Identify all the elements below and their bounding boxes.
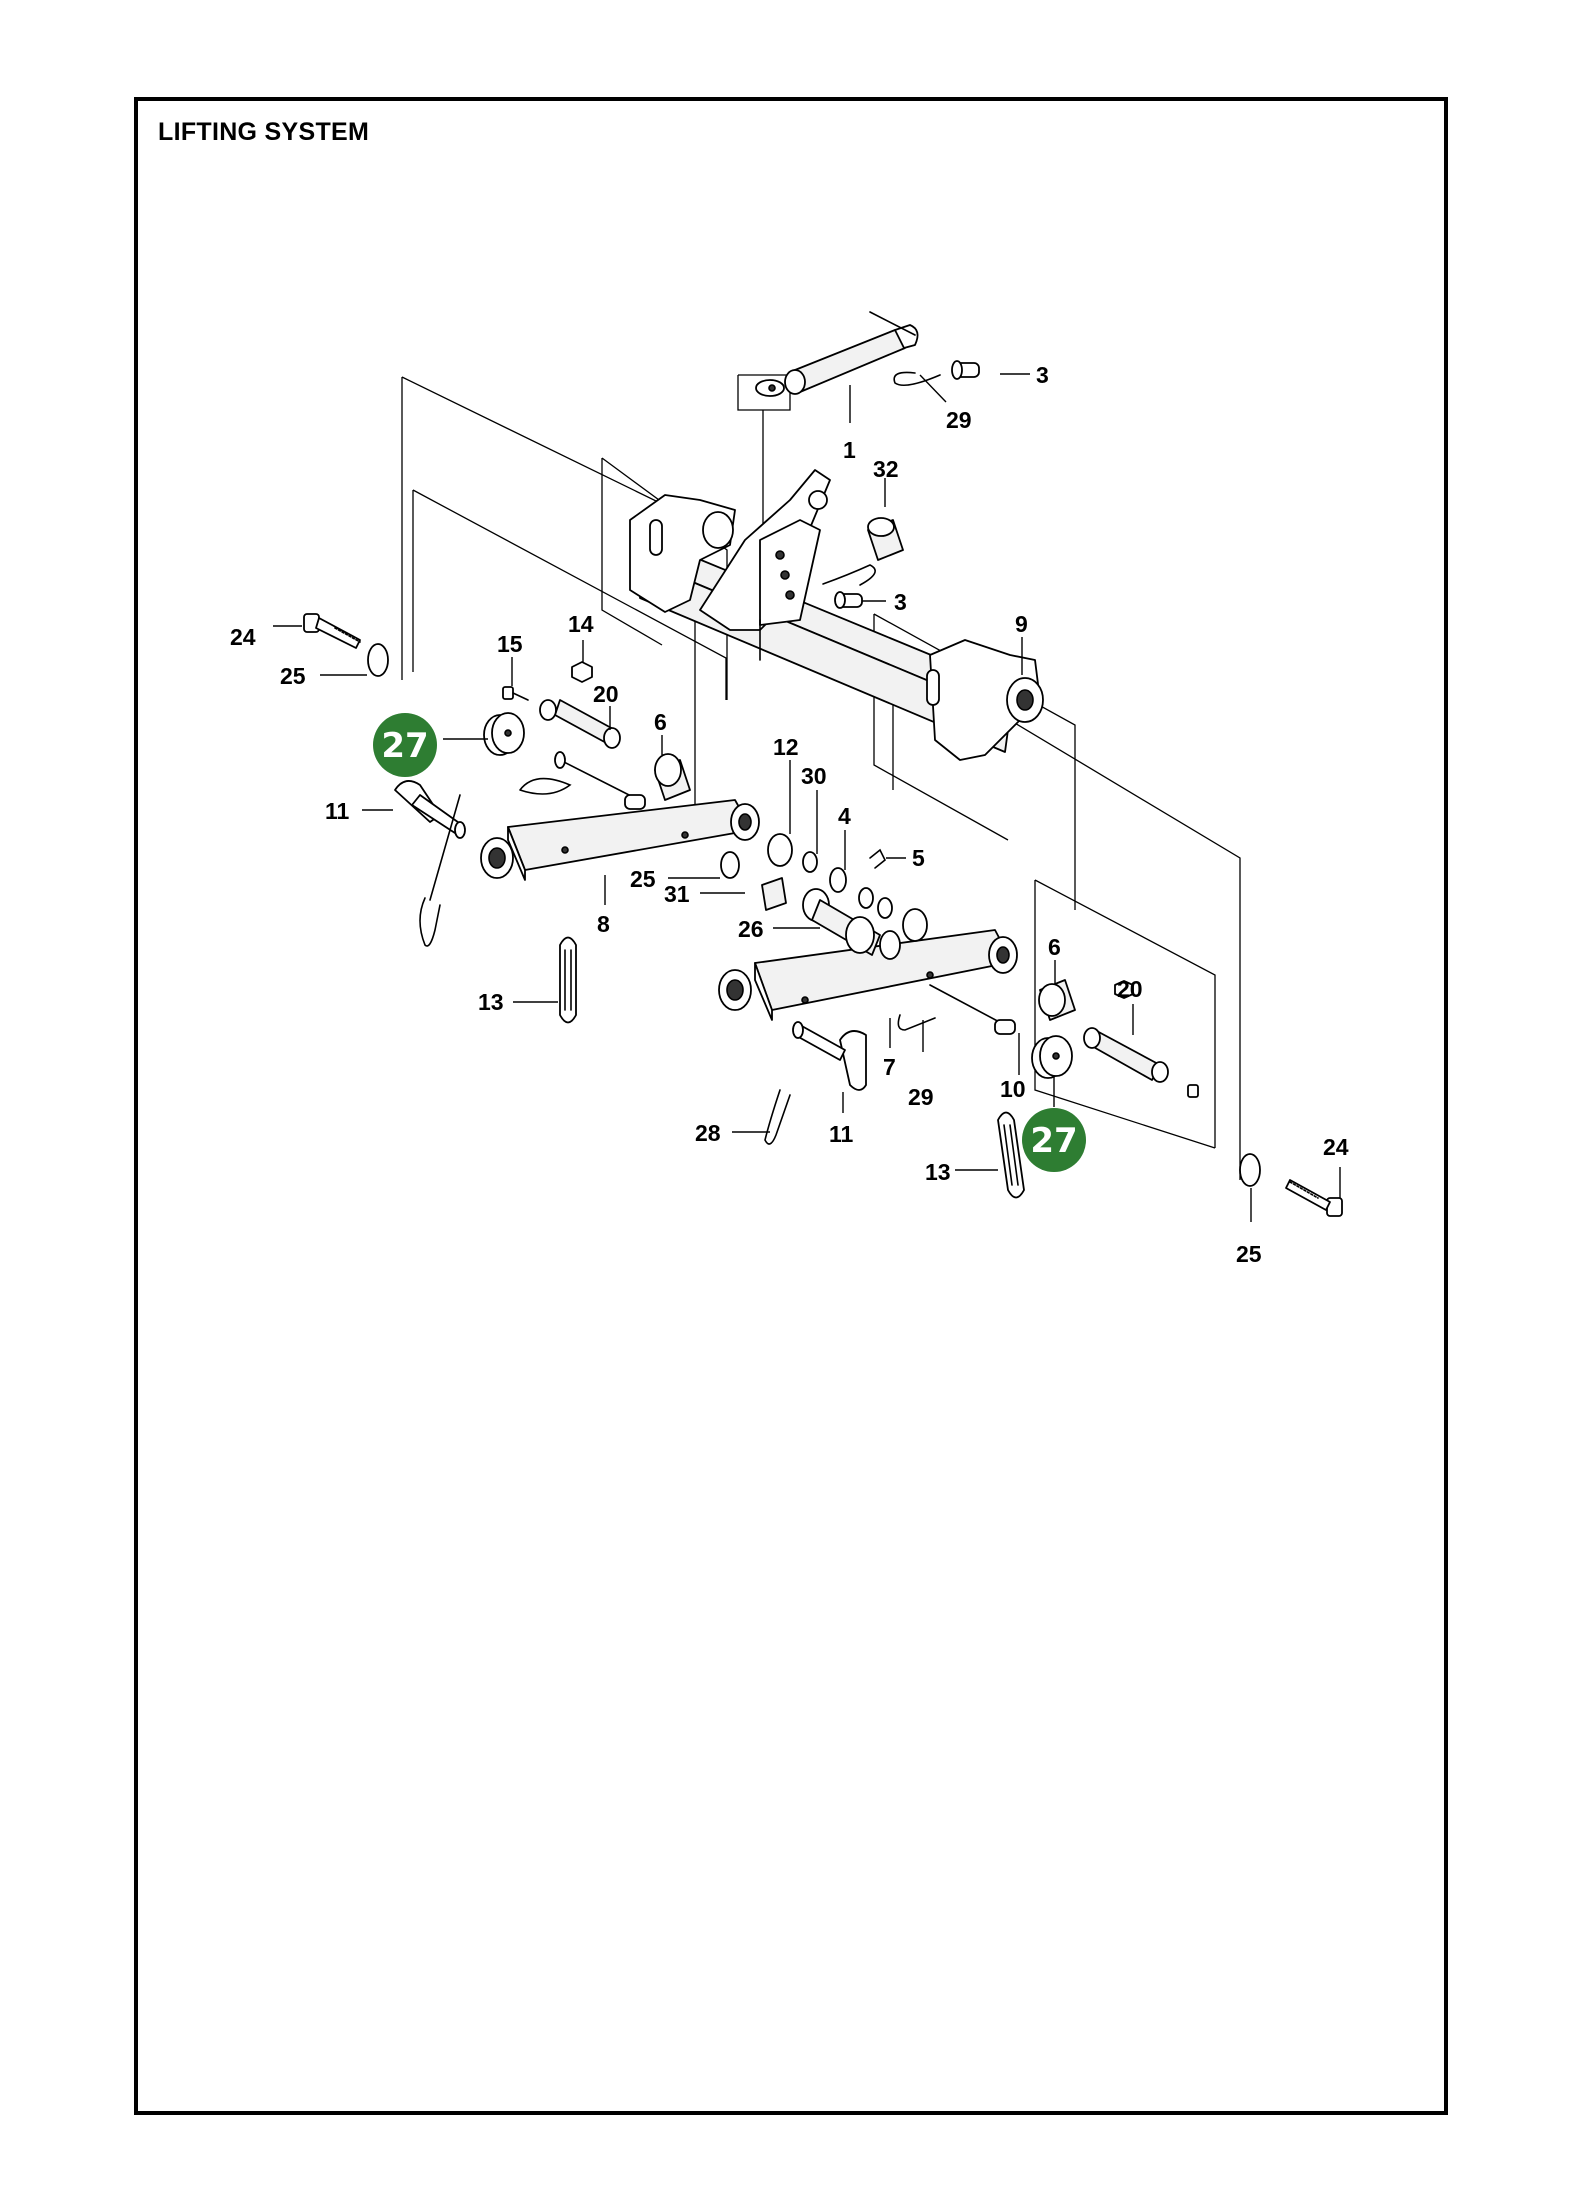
clevis-pin-mid	[834, 591, 863, 609]
bushing-6-right	[1038, 979, 1076, 1021]
shaft-20-right	[1083, 1027, 1169, 1083]
callout-25-right: 25	[1236, 1241, 1262, 1267]
hair-pin-28-left	[419, 897, 441, 947]
callout-15: 15	[497, 631, 523, 657]
hair-clip-29-lower	[897, 1014, 936, 1031]
callout-8: 8	[597, 911, 610, 937]
callout-6-left: 6	[654, 709, 667, 735]
bolt-15-right	[1187, 1084, 1199, 1098]
nut-14-right	[1114, 980, 1134, 999]
link-13-right	[997, 1111, 1025, 1199]
callout-30: 30	[801, 763, 827, 789]
callout-29-lower: 29	[908, 1084, 934, 1110]
callout-labels: 3 29 1 32 3 9 24 14 15 25 20 6 12 30 11 …	[230, 362, 1349, 1267]
shaft-20-left	[539, 699, 621, 749]
callout-24-left: 24	[230, 624, 256, 650]
callout-29-top: 29	[946, 407, 972, 433]
washer-25-left	[367, 643, 389, 677]
callout-25-left: 25	[280, 663, 306, 689]
lift-arm-7	[718, 929, 1018, 1021]
bushing-6-left	[654, 753, 691, 801]
callout-28: 28	[695, 1120, 721, 1146]
roller-27-left	[483, 712, 525, 756]
highlight-27-right-label: 27	[1030, 1121, 1077, 1161]
bolt-15	[502, 686, 529, 701]
callout-7: 7	[883, 1054, 896, 1080]
hair-pin-28-right	[764, 1089, 791, 1145]
lift-shaft-frame	[629, 469, 1044, 761]
highlighted-callouts: 27 27	[373, 713, 1086, 1172]
pin-rod-right	[929, 984, 1016, 1035]
callout-3-mid: 3	[894, 589, 907, 615]
bolt-24-right	[1285, 1179, 1343, 1217]
callout-1: 1	[843, 437, 856, 463]
callout-20-right: 20	[1117, 976, 1143, 1002]
highlight-27-left: 27	[373, 713, 437, 777]
hair-clip-mid	[822, 564, 876, 586]
callout-20-left: 20	[593, 681, 619, 707]
roller-27-right	[1031, 1035, 1073, 1079]
hair-clip-top	[893, 371, 941, 386]
callout-11-left: 11	[325, 798, 350, 824]
callout-5: 5	[912, 845, 925, 871]
callout-32: 32	[873, 456, 899, 482]
bushing-32	[867, 517, 904, 561]
callout-3-top: 3	[1036, 362, 1049, 388]
pin-11-left	[394, 780, 466, 901]
parts	[303, 311, 1343, 1217]
callout-11-right: 11	[829, 1121, 854, 1147]
callout-24-right: 24	[1323, 1134, 1349, 1160]
washer-25-center	[720, 851, 740, 879]
lift-arm-8	[480, 799, 760, 881]
highlight-27-left-label: 27	[381, 726, 428, 766]
page-title: LIFTING SYSTEM	[158, 118, 370, 146]
callout-31: 31	[664, 881, 690, 907]
highlight-27-right: 27	[1022, 1108, 1086, 1172]
callout-6-right: 6	[1048, 934, 1061, 960]
pin-11-right	[792, 1021, 867, 1091]
clevis-pin-top	[951, 360, 980, 380]
link-13-left	[559, 936, 577, 1024]
callout-13-left: 13	[478, 989, 504, 1015]
pin-rod-left	[519, 751, 646, 810]
callout-26: 26	[738, 916, 764, 942]
diagram-frame	[134, 97, 1448, 2115]
callout-13-right: 13	[925, 1159, 951, 1185]
leader-lines	[273, 373, 1341, 1222]
washer-25-right	[1239, 1153, 1261, 1187]
callout-9: 9	[1015, 611, 1028, 637]
hydraulic-cylinder	[755, 311, 919, 397]
bolt-24-left	[303, 613, 361, 649]
callout-25-center: 25	[630, 866, 656, 892]
callout-14: 14	[568, 611, 594, 637]
callout-4: 4	[838, 803, 851, 829]
nut-14	[571, 661, 593, 683]
callout-12: 12	[773, 734, 799, 760]
center-hardware-stack	[761, 833, 928, 960]
callout-10: 10	[1000, 1076, 1026, 1102]
